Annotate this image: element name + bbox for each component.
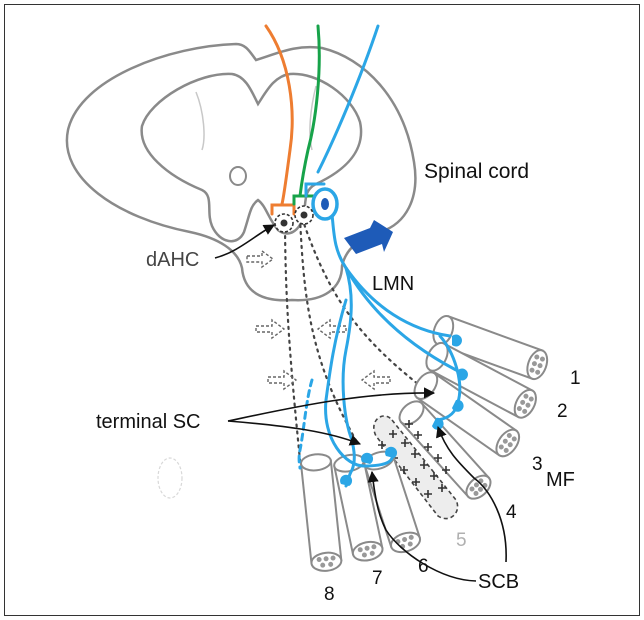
label-terminal-sc: terminal SC <box>96 411 200 433</box>
spinal-cord <box>67 44 415 300</box>
fiber-number-8: 8 <box>324 584 335 605</box>
label-scb: SCB <box>478 571 519 593</box>
hollow-dashed-arrows <box>247 251 390 389</box>
label-dahc: dAHC <box>146 249 199 271</box>
fiber-number-4: 4 <box>506 502 517 523</box>
fiber-number-3: 3 <box>532 454 543 475</box>
fiber-number-1: 1 <box>570 368 581 389</box>
green-neuron <box>294 26 319 204</box>
fiber-number-2: 2 <box>557 401 568 422</box>
label-mf: MF <box>546 469 575 491</box>
fiber-number-6: 6 <box>418 556 429 577</box>
label-spinal-cord: Spinal cord <box>424 160 529 183</box>
fiber-number-7: 7 <box>372 568 383 589</box>
fiber-number-5: 5 <box>456 530 467 551</box>
blue-neuron <box>299 26 460 486</box>
faint-circle <box>158 458 182 498</box>
label-lmn: LMN <box>372 273 414 295</box>
lmn-soma <box>313 189 337 219</box>
